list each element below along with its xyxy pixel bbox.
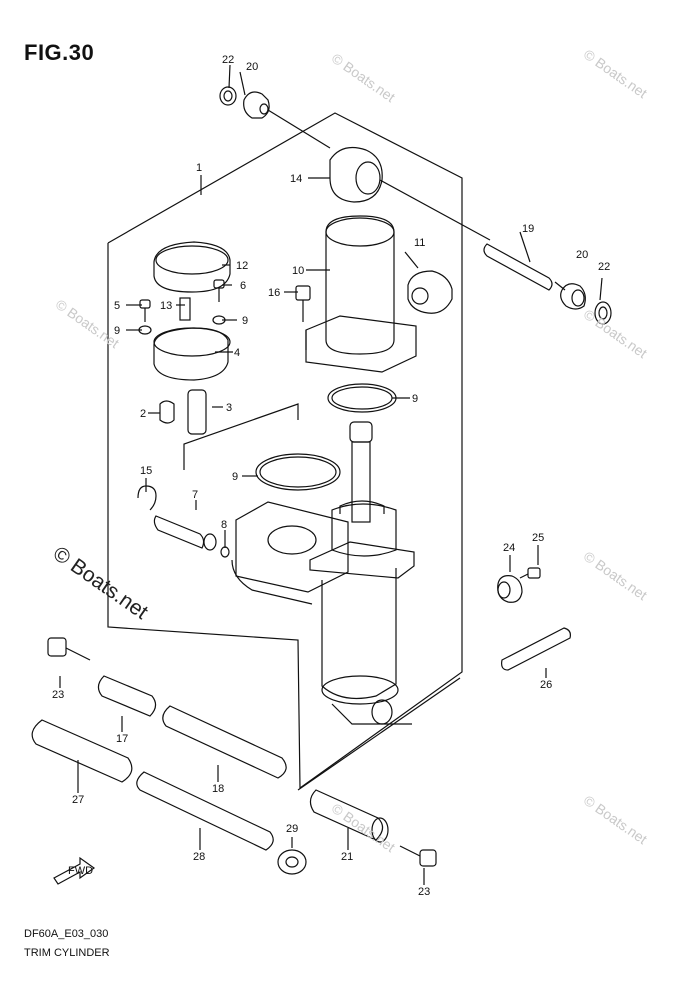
figure-code: DF60A_E03_030	[24, 928, 109, 940]
part-number: 15	[140, 465, 152, 477]
part-number: 23	[418, 886, 430, 898]
part-number: 11	[414, 237, 425, 249]
part-number: 23	[52, 689, 64, 701]
part-number: 22	[598, 261, 610, 273]
part-number: 7	[192, 489, 198, 501]
part-number: 6	[240, 280, 246, 292]
part-number: 24	[503, 542, 515, 554]
fwd-label: FWD	[68, 865, 93, 877]
part-number: 9	[242, 315, 248, 327]
part-number: 5	[114, 300, 120, 312]
part-number: 17	[116, 733, 128, 745]
assembly-outline	[107, 112, 463, 790]
part-number: 2	[140, 408, 146, 420]
part-number: 9	[232, 471, 238, 483]
figure-title: FIG.30	[24, 40, 95, 65]
part-number: 3	[226, 402, 232, 414]
part-number: 20	[246, 61, 258, 73]
part-number: 4	[234, 347, 240, 359]
part-number: 27	[72, 794, 84, 806]
part-number: 21	[341, 851, 353, 863]
part-number: 1	[196, 162, 202, 174]
part-number: 22	[222, 54, 234, 66]
part-number: 26	[540, 679, 552, 691]
part-number: 25	[532, 532, 544, 544]
part-number: 13	[160, 300, 172, 312]
part-number: 16	[268, 287, 280, 299]
figure-name: TRIM CYLINDER	[24, 947, 110, 959]
part-number: 10	[292, 265, 304, 277]
part-number: 18	[212, 783, 224, 795]
part-number: 8	[221, 519, 227, 531]
part-number: 29	[286, 823, 298, 835]
part-number: 20	[576, 249, 588, 261]
part-number: 28	[193, 851, 205, 863]
part-number: 9	[412, 393, 418, 405]
part-number: 12	[236, 260, 248, 272]
part-number: 14	[290, 173, 302, 185]
part-number: 9	[114, 325, 120, 337]
part-number: 19	[522, 223, 534, 235]
fwd-arrow-icon: FWD	[53, 856, 96, 885]
